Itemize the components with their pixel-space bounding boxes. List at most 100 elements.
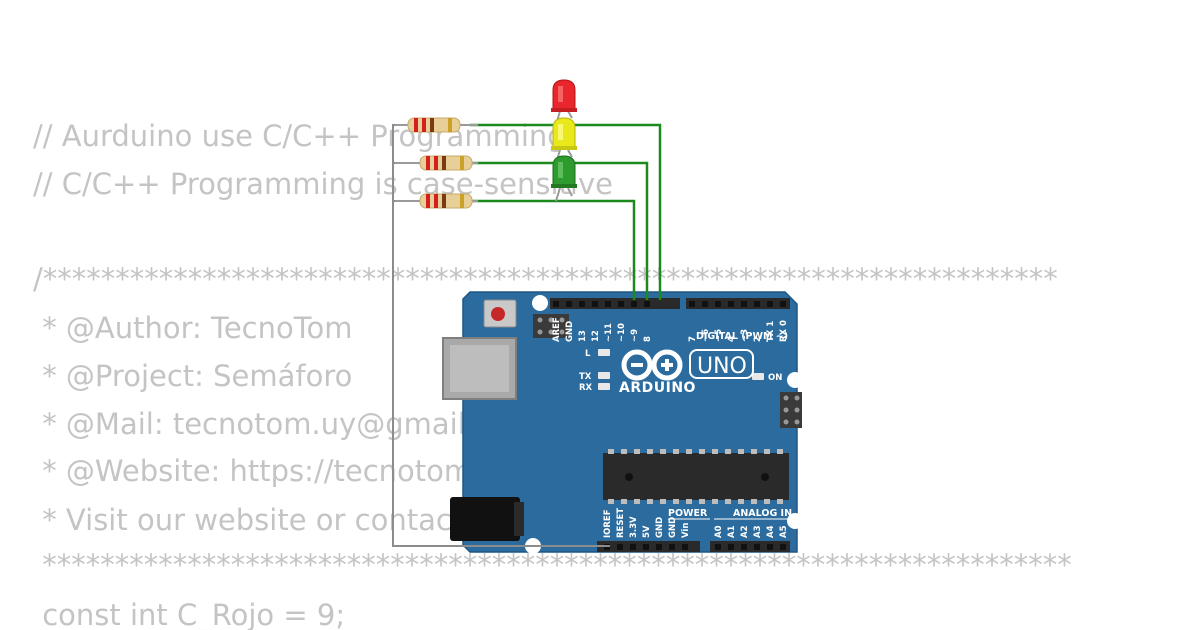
digital-pin-hole[interactable] bbox=[592, 301, 598, 307]
icsp2-header bbox=[780, 392, 802, 428]
code-line: ****************************************… bbox=[33, 548, 1072, 582]
analog-pin-hole[interactable] bbox=[754, 544, 760, 550]
chip-leg bbox=[660, 499, 666, 504]
digital-pin-label: ~11 bbox=[604, 323, 614, 342]
analog-pin-hole[interactable] bbox=[741, 544, 747, 550]
icsp-header bbox=[533, 314, 569, 338]
chip-leg bbox=[725, 449, 731, 454]
analog-in-label: ANALOG IN bbox=[733, 508, 792, 519]
led-green[interactable] bbox=[551, 155, 577, 188]
power-pin-hole[interactable] bbox=[669, 544, 675, 550]
digital-pin-hole[interactable] bbox=[579, 301, 585, 307]
resistor-yellow[interactable] bbox=[395, 155, 478, 171]
digital-pin-hole[interactable] bbox=[728, 301, 734, 307]
digital-pin-label: ~3 bbox=[740, 329, 750, 342]
power-pin-hole[interactable] bbox=[682, 544, 688, 550]
signal-wire-red-pin9 bbox=[470, 123, 662, 300]
digital-pin-hole[interactable] bbox=[689, 301, 695, 307]
analog-pin-hole[interactable] bbox=[780, 544, 786, 550]
rx-led-label: RX bbox=[579, 383, 593, 393]
chip-leg bbox=[738, 449, 744, 454]
chip-leg bbox=[738, 499, 744, 504]
analog-pin-hole[interactable] bbox=[715, 544, 721, 550]
chip-leg bbox=[634, 499, 640, 504]
chip-leg bbox=[777, 499, 783, 504]
digital-pin-hole[interactable] bbox=[605, 301, 611, 307]
chip-leg bbox=[686, 449, 692, 454]
tx-led-label: TX bbox=[579, 372, 592, 382]
digital-pin-hole[interactable] bbox=[566, 301, 572, 307]
power-pin-label: 5V bbox=[642, 525, 652, 538]
analog-pin-label: A5 bbox=[779, 525, 789, 538]
led-red[interactable] bbox=[551, 79, 577, 112]
power-jack bbox=[450, 497, 524, 541]
chip-leg bbox=[764, 499, 770, 504]
power-pin-label: IOREF bbox=[603, 509, 613, 538]
chip-leg bbox=[699, 499, 705, 504]
power-pin-hole[interactable] bbox=[617, 544, 623, 550]
chip-leg bbox=[621, 499, 627, 504]
power-pin-label: RESET bbox=[616, 508, 626, 538]
on-led-label: ON bbox=[768, 373, 782, 383]
digital-pin-label: TX 1 bbox=[766, 321, 776, 342]
code-line: const int C_Rojo = 9; bbox=[33, 598, 346, 630]
code-line: // C/C++ Programming is case-sensitive bbox=[33, 167, 613, 201]
on-led bbox=[752, 373, 764, 380]
chip-leg bbox=[673, 499, 679, 504]
analog-pin-label: A3 bbox=[753, 525, 763, 538]
analog-pin-hole[interactable] bbox=[728, 544, 734, 550]
chip-leg bbox=[608, 499, 614, 504]
chip-leg bbox=[673, 449, 679, 454]
digital-pin-hole[interactable] bbox=[631, 301, 637, 307]
reset-button[interactable] bbox=[483, 299, 517, 328]
led-lead bbox=[567, 149, 573, 158]
led-lead bbox=[567, 187, 573, 197]
chip-leg bbox=[764, 449, 770, 454]
resistor-green[interactable] bbox=[395, 193, 478, 209]
digital-pin-label: 2 bbox=[753, 336, 763, 342]
chip-leg bbox=[634, 449, 640, 454]
digital-pin-label: ~9 bbox=[630, 329, 640, 342]
digital-pin-label: RX 0 bbox=[779, 320, 789, 342]
mounting-hole bbox=[532, 295, 548, 311]
code-line: /***************************************… bbox=[33, 262, 1058, 296]
l-led bbox=[598, 349, 610, 356]
digital-pin-hole[interactable] bbox=[618, 301, 624, 307]
chip-leg bbox=[777, 449, 783, 454]
digital-pin-hole[interactable] bbox=[553, 301, 559, 307]
digital-pin-hole[interactable] bbox=[741, 301, 747, 307]
digital-pin-hole[interactable] bbox=[767, 301, 773, 307]
power-pin-hole[interactable] bbox=[643, 544, 649, 550]
power-pin-hole[interactable] bbox=[630, 544, 636, 550]
chip-leg bbox=[647, 499, 653, 504]
chip-leg bbox=[751, 499, 757, 504]
mounting-hole bbox=[787, 513, 803, 529]
rx-led bbox=[598, 383, 610, 390]
digital-pin-hole[interactable] bbox=[754, 301, 760, 307]
atmega-chip bbox=[603, 449, 789, 504]
chip-leg bbox=[608, 449, 614, 454]
analog-pin-label: A2 bbox=[740, 525, 750, 538]
analog-pin-label: A4 bbox=[766, 525, 776, 538]
digital-pin-hole[interactable] bbox=[644, 301, 650, 307]
digital-pin-hole[interactable] bbox=[715, 301, 721, 307]
chip-leg bbox=[621, 449, 627, 454]
digital-pin-label: ~6 bbox=[701, 329, 711, 342]
digital-header bbox=[550, 298, 790, 309]
digital-pin-label: ~5 bbox=[714, 329, 724, 342]
led-lead bbox=[567, 110, 573, 119]
digital-pin-hole[interactable] bbox=[702, 301, 708, 307]
usb-port bbox=[442, 337, 517, 400]
chip-leg bbox=[712, 499, 718, 504]
power-pin-hole[interactable] bbox=[656, 544, 662, 550]
resistor-red[interactable] bbox=[395, 117, 478, 133]
digital-pin-label: 13 bbox=[578, 330, 588, 342]
analog-pin-hole[interactable] bbox=[767, 544, 773, 550]
analog-pin-label: A1 bbox=[727, 525, 737, 538]
arduino-brand: ARDUINO bbox=[619, 380, 696, 396]
digital-pin-hole[interactable] bbox=[780, 301, 786, 307]
led-yellow[interactable] bbox=[551, 117, 577, 150]
digital-pin-label: 8 bbox=[643, 336, 653, 342]
